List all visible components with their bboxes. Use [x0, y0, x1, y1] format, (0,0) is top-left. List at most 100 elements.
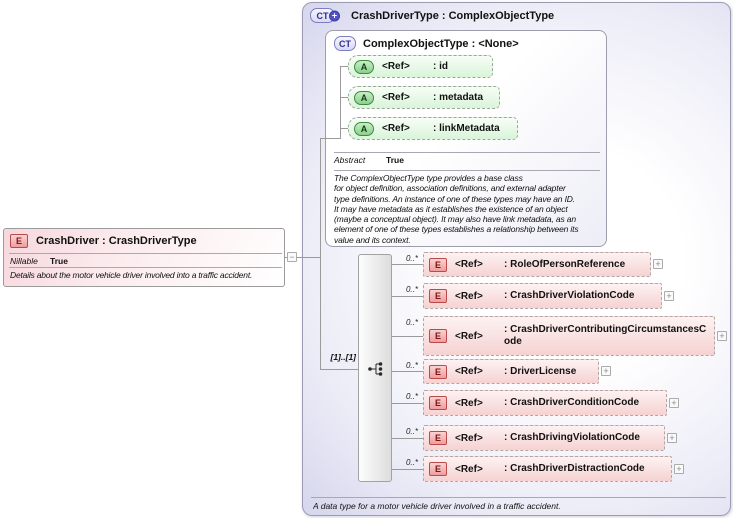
element-icon: E	[429, 329, 447, 343]
expand-toggle[interactable]: +	[601, 366, 611, 376]
expand-toggle[interactable]: +	[669, 398, 679, 408]
attribute-spine-line	[340, 66, 341, 139]
element-icon: E	[429, 396, 447, 410]
complex-type-icon-label: CT	[316, 10, 329, 21]
cardinality-label: 0..*	[405, 392, 418, 401]
attribute-node-metadata[interactable]: A <Ref> : metadata	[348, 86, 500, 109]
element-icon: E	[429, 289, 447, 303]
attribute-stub-line	[340, 128, 348, 129]
expand-toggle[interactable]: +	[674, 464, 684, 474]
element-name: : RoleOfPersonReference	[504, 258, 626, 270]
bottom-separator	[311, 497, 726, 498]
element-name: : CrashDriverDistractionCode	[504, 463, 645, 474]
row-connector-line	[392, 371, 423, 372]
abstract-separator-top	[334, 152, 600, 153]
abstract-label: Abstract	[334, 155, 366, 165]
cardinality-label: 0..*	[405, 285, 418, 294]
attribute-icon: A	[354, 59, 374, 74]
complex-type-title: CrashDriverType : ComplexObjectType	[351, 9, 555, 22]
base-type-description: The ComplexObjectType type provides a ba…	[334, 173, 579, 245]
element-icon: E	[429, 462, 447, 476]
sequence-cardinality: [1]..[1]	[330, 352, 357, 362]
row-connector-line	[392, 403, 423, 404]
element-node-crashdriverconditioncode[interactable]: E <Ref> : CrashDriverConditionCode	[423, 390, 667, 416]
row-connector-line	[392, 336, 423, 337]
row-connector-line	[392, 438, 423, 439]
row-connector-line	[392, 469, 423, 470]
base-type-header: CT ComplexObjectType : <None>	[334, 36, 519, 51]
nillable-separator-top	[9, 253, 282, 254]
element-name: : CrashDrivingViolationCode	[504, 432, 640, 443]
crashdriver-element-description: Details about the motor vehicle driver i…	[10, 270, 253, 280]
attribute-ref-label: <Ref>	[382, 61, 410, 72]
complex-type-header: CT + CrashDriverType : ComplexObjectType	[310, 8, 554, 23]
element-ref-label: <Ref>	[455, 463, 483, 475]
sequence-bar[interactable]	[358, 254, 392, 482]
element-ref-label: <Ref>	[455, 432, 483, 444]
element-ref-label: <Ref>	[455, 259, 483, 270]
attribute-joint-line	[320, 138, 341, 139]
crashdriver-element-box[interactable]: E CrashDriver : CrashDriverType Nillable…	[3, 228, 285, 287]
attribute-stub-line	[340, 97, 348, 98]
crashdriver-element-title: CrashDriver : CrashDriverType	[36, 235, 197, 247]
sequence-input-line	[320, 369, 358, 370]
expand-toggle[interactable]: +	[653, 259, 663, 269]
type-content-line	[320, 138, 321, 370]
cardinality-label: 0..*	[405, 458, 418, 467]
attribute-stub-line	[340, 66, 348, 67]
element-icon: E	[10, 234, 28, 248]
element-icon: E	[429, 364, 447, 379]
element-ref-label: <Ref>	[455, 397, 483, 409]
nillable-value: True	[50, 256, 68, 266]
nillable-label: Nillable	[10, 256, 38, 266]
base-type-icon: CT	[334, 36, 356, 51]
base-type-title: ComplexObjectType : <None>	[363, 37, 519, 50]
collapse-toggle[interactable]: −	[287, 252, 297, 262]
element-icon: E	[429, 257, 447, 272]
crashdriver-element-header: E CrashDriver : CrashDriverType	[10, 234, 197, 248]
row-connector-line	[392, 296, 423, 297]
attribute-ref-label: <Ref>	[382, 123, 410, 134]
element-icon: E	[429, 431, 447, 445]
element-name: : CrashDriverContributingCircumstancesCo…	[504, 324, 707, 347]
element-name: : DriverLicense	[504, 365, 577, 377]
element-name: : CrashDriverConditionCode	[504, 397, 640, 408]
cardinality-label: 0..*	[405, 361, 418, 370]
abstract-separator-bottom	[334, 170, 600, 171]
attribute-ref-label: <Ref>	[382, 92, 410, 103]
base-type-icon-label: CT	[339, 38, 351, 49]
abstract-value: True	[386, 155, 404, 165]
element-type-connector-line	[285, 257, 320, 258]
nillable-fact-row: Nillable True	[10, 256, 68, 266]
abstract-fact-row: Abstract True	[334, 155, 404, 165]
attribute-icon: A	[354, 121, 374, 136]
complex-type-plus-icon[interactable]: +	[329, 10, 340, 21]
attribute-name: : metadata	[433, 92, 484, 103]
expand-toggle[interactable]: +	[717, 331, 727, 341]
row-connector-line	[392, 264, 423, 265]
element-node-crashdriverviolationcode[interactable]: E <Ref> : CrashDriverViolationCode	[423, 283, 662, 309]
expand-toggle[interactable]: +	[664, 291, 674, 301]
element-node-crashdriverdistractioncode[interactable]: E <Ref> : CrashDriverDistractionCode	[423, 456, 672, 482]
attribute-name: : linkMetadata	[433, 123, 500, 134]
element-node-crashdrivingviolationcode[interactable]: E <Ref> : CrashDrivingViolationCode	[423, 425, 665, 451]
element-node-driverlicense[interactable]: E <Ref> : DriverLicense	[423, 359, 599, 384]
element-node-crashdrivercontributingcircumstancescode[interactable]: E <Ref> : CrashDriverContributingCircums…	[423, 316, 715, 356]
attribute-name: : id	[433, 61, 448, 72]
cardinality-label: 0..*	[405, 254, 418, 263]
complex-type-description: A data type for a motor vehicle driver i…	[313, 501, 561, 511]
complex-type-icon: CT +	[310, 8, 340, 23]
element-name: : CrashDriverViolationCode	[504, 290, 635, 301]
element-node-roleofpersonreference[interactable]: E <Ref> : RoleOfPersonReference	[423, 252, 651, 277]
attribute-icon: A	[354, 90, 374, 105]
sequence-icon	[368, 362, 383, 376]
expand-toggle[interactable]: +	[667, 433, 677, 443]
element-ref-label: <Ref>	[455, 290, 483, 302]
element-ref-label: <Ref>	[455, 330, 483, 342]
nillable-separator-bottom	[9, 267, 282, 268]
attribute-node-linkmetadata[interactable]: A <Ref> : linkMetadata	[348, 117, 518, 140]
cardinality-label: 0..*	[405, 427, 418, 436]
cardinality-label: 0..*	[405, 318, 418, 327]
attribute-node-id[interactable]: A <Ref> : id	[348, 55, 493, 78]
